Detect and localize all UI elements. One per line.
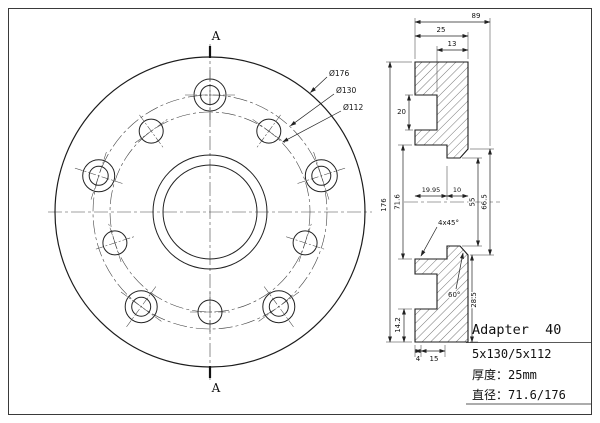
chamfer-note: 4x45°	[420, 218, 460, 257]
leader-bolt-circle-130: Ø130	[289, 85, 357, 127]
bolt-holes-130	[74, 70, 346, 328]
bolt-hole-112	[134, 114, 168, 148]
bolt-hole-112	[95, 223, 134, 262]
drawing-border	[8, 8, 592, 415]
section-view: 89 25 13 176 71.6 20 14.2 55	[379, 11, 500, 364]
bolt-holes-112	[95, 114, 325, 332]
dim-lip: 20	[396, 94, 412, 131]
svg-text:71.6: 71.6	[394, 194, 402, 210]
bolt-hole-112	[252, 114, 286, 148]
bolt-circle-112-label: Ø112	[343, 103, 363, 112]
section-profile-top	[414, 61, 469, 159]
leader-outer-dia: Ø176	[310, 68, 350, 93]
bolt-hole-112	[190, 292, 230, 332]
bolt-hole-130	[297, 151, 346, 200]
svg-text:13: 13	[448, 40, 457, 48]
svg-text:10: 10	[453, 186, 461, 194]
bolt-hole-130	[185, 70, 235, 120]
svg-text:60°: 60°	[448, 291, 460, 299]
dim-edge-small: 4	[414, 348, 422, 364]
title-line-4: 直径：71.6/176	[472, 388, 566, 402]
bolt-circle-130-label: Ø130	[336, 86, 356, 95]
angle-note: 60°	[447, 252, 464, 300]
dim-thickness: 25	[414, 25, 469, 39]
title-block: Adapter 40 5x130/5x112 厚度：25mm 直径：71.6/1…	[466, 322, 591, 405]
svg-text:19.95: 19.95	[422, 186, 441, 194]
svg-text:4x45°: 4x45°	[438, 219, 459, 227]
bolt-hole-112	[286, 223, 325, 262]
dim-top-width: 89	[414, 11, 491, 25]
svg-text:28.5: 28.5	[470, 292, 478, 308]
title-line-1: Adapter 40	[472, 322, 561, 338]
svg-text:4: 4	[416, 355, 421, 363]
dim-bottom-right: 28.5	[469, 254, 479, 343]
svg-text:176: 176	[380, 198, 388, 212]
center-bore-inner	[162, 164, 258, 260]
dim-edge-large: 15	[420, 348, 446, 364]
bolt-hole-130	[74, 151, 123, 200]
outer-dia-label: Ø176	[329, 69, 349, 78]
title-line-2: 5x130/5x112	[472, 347, 551, 361]
dim-inner-bore: 55	[468, 157, 481, 247]
dim-step: 13	[436, 39, 469, 53]
dim-bottom-lip: 14.2	[393, 308, 407, 343]
title-line-3: 厚度：25mm	[472, 367, 537, 382]
bolt-hole-130	[120, 286, 162, 328]
section-line-a: A A	[208, 29, 221, 395]
section-label-bottom: A	[211, 381, 221, 395]
center-bore-outer	[152, 154, 268, 270]
diameter-leaders: Ø176 Ø130 Ø112	[282, 68, 364, 143]
svg-text:15: 15	[430, 355, 439, 363]
dim-bore-depth: 19.95	[414, 185, 448, 199]
bolt-circle-130	[92, 94, 328, 330]
dim-outer-diameter: 176	[379, 61, 393, 343]
section-label-top: A	[211, 29, 221, 43]
section-profile-bottom	[414, 245, 469, 343]
svg-text:89: 89	[472, 12, 481, 20]
svg-text:66.5: 66.5	[481, 194, 489, 210]
dim-recess-depth: 10	[446, 185, 469, 199]
svg-text:14.2: 14.2	[394, 317, 402, 333]
svg-text:25: 25	[437, 26, 446, 34]
bolt-hole-130	[258, 286, 300, 328]
front-view: A A Ø176 Ø130 Ø112	[48, 29, 372, 395]
dim-bore-diameter: 71.6	[393, 144, 406, 260]
svg-text:55: 55	[469, 198, 477, 207]
dim-recess-diameter: 66.5	[480, 148, 493, 256]
leader-bolt-circle-112: Ø112	[282, 102, 364, 143]
svg-text:20: 20	[397, 108, 406, 116]
